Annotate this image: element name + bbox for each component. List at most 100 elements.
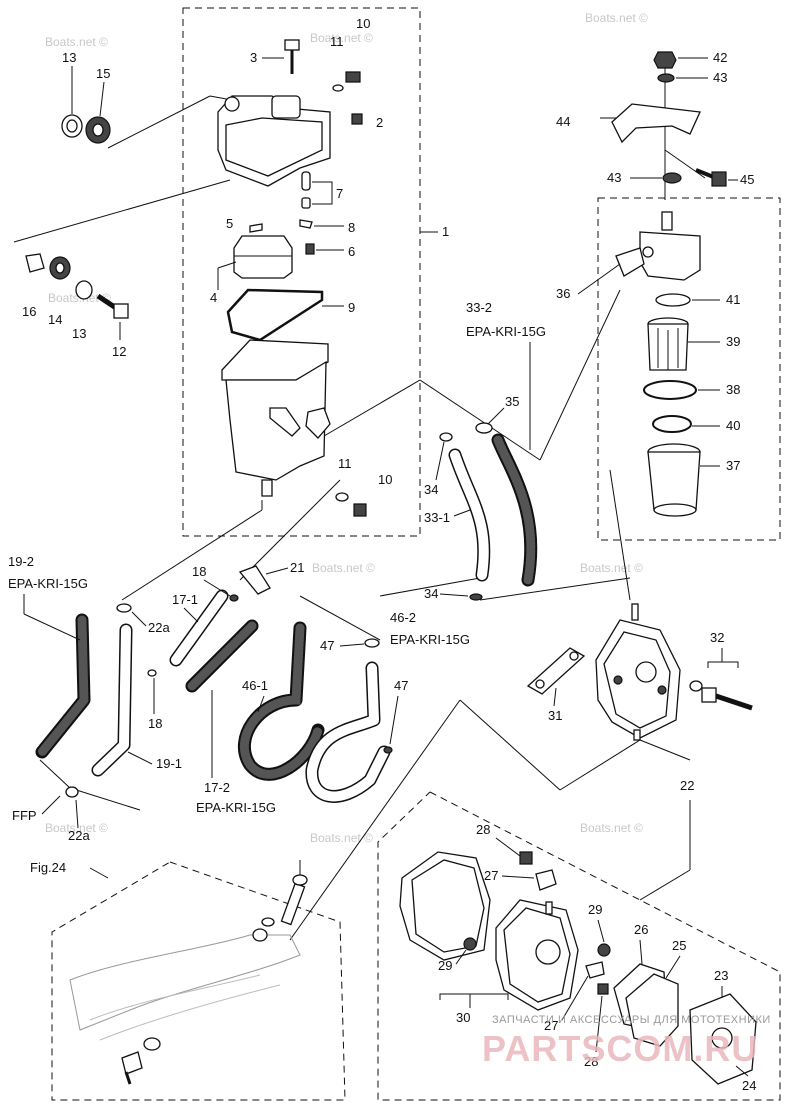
part-label: 13 <box>72 326 86 341</box>
part-label: 28 <box>584 1054 598 1069</box>
part-label: 18 <box>148 716 162 731</box>
watermark: Boats.net © <box>45 821 108 835</box>
part-label: 47 <box>394 678 408 693</box>
vapor-separator-body <box>221 339 331 497</box>
part-label: 43 <box>607 170 621 185</box>
ring-40 <box>652 415 692 433</box>
fuel-filter-group-box <box>597 197 781 541</box>
part-label: Fig.24 <box>30 860 66 875</box>
part-label: 18 <box>192 564 206 579</box>
footer-caption: ЗАПЧАСТИ И АКСЕССУАРЫ ДЛЯ МОТОТЕХНИКИ <box>492 1014 771 1026</box>
part-label: 23 <box>714 968 728 983</box>
part-label: 21 <box>290 560 304 575</box>
screw-28-top <box>519 851 533 865</box>
part-label: 22a <box>68 828 90 843</box>
clip-5 <box>249 223 263 233</box>
clip-34-top <box>439 432 453 442</box>
screw-2 <box>351 113 363 125</box>
part-label: 7 <box>336 186 343 201</box>
clip-21 <box>238 565 271 595</box>
clip-22a-bottom <box>65 786 79 798</box>
hose-17-2 <box>185 619 259 693</box>
washer-11-top <box>332 84 344 92</box>
part-label: 46-2 <box>390 610 416 625</box>
part-label: 33-1 <box>424 510 450 525</box>
part-label: 11 <box>330 34 344 49</box>
hose-19-2 <box>35 613 91 759</box>
footer-brand-logo: PARTSCOM.RU <box>482 1028 759 1069</box>
filter-head-36 <box>615 211 701 281</box>
o-ring-38 <box>643 380 697 400</box>
part-label: 42 <box>713 50 727 65</box>
part-label: 40 <box>726 418 740 433</box>
part-label: 47 <box>320 638 334 653</box>
part-labels: 10 11 3 2 7 1 5 8 6 4 9 11 10 13 15 16 1… <box>8 16 756 1093</box>
part-label: 30 <box>456 1010 470 1025</box>
clip-27-bottom <box>585 961 605 979</box>
washer-11-bottom <box>335 492 349 502</box>
nut-29-left <box>463 937 477 951</box>
bolt-45 <box>695 168 727 187</box>
filter-cup-37 <box>647 443 701 517</box>
part-label: 35 <box>505 394 519 409</box>
part-label: 32 <box>710 630 724 645</box>
part-label: 10 <box>378 472 392 487</box>
part-label: 31 <box>548 708 562 723</box>
hose-17-1 <box>169 589 229 667</box>
gasket <box>226 288 324 342</box>
vapor-separator-cover <box>217 95 331 187</box>
part-label: 22a <box>148 620 170 635</box>
part-label: 45 <box>740 172 754 187</box>
hose-46-2 <box>305 661 391 803</box>
part-label: 36 <box>556 286 570 301</box>
watermark: Boats.net © <box>312 561 375 575</box>
part-label: 17-2 <box>204 780 230 795</box>
bolt-12 <box>96 293 129 319</box>
hose-33-1 <box>448 448 491 582</box>
part-label: 6 <box>348 244 355 259</box>
pump-body <box>495 899 579 1011</box>
fig24-engine-sketch <box>69 874 308 1085</box>
collar-16 <box>25 253 45 273</box>
part-label: EPA-KRI-15G <box>390 632 470 647</box>
part-label: 3 <box>250 50 257 65</box>
plate-25 <box>625 973 679 1047</box>
part-label: 41 <box>726 292 740 307</box>
nut-29-right <box>597 943 611 957</box>
fuel-pump-22 <box>595 603 681 741</box>
screw-28-bottom <box>597 983 609 995</box>
fig24-box <box>51 861 346 1101</box>
washer-43-bottom <box>662 172 682 184</box>
washer-13-bottom <box>75 280 93 300</box>
part-label: 33-2 <box>466 300 492 315</box>
leader-lines <box>13 57 706 941</box>
vapor-separator-group-box <box>182 7 421 537</box>
pump-cover-30 <box>399 851 491 961</box>
part-label: 34 <box>424 586 438 601</box>
o-ring-41 <box>655 293 691 307</box>
part-label: 10 <box>356 16 370 31</box>
screw-10-bottom <box>353 503 367 517</box>
fuel-pump-detail-box <box>377 791 781 1101</box>
part-label: 1 <box>442 224 449 239</box>
part-label: 39 <box>726 334 740 349</box>
grommet-15 <box>85 116 111 144</box>
part-label: 24 <box>742 1078 756 1093</box>
grommet-14 <box>49 256 71 280</box>
part-label: 34 <box>424 482 438 497</box>
clip-18-top <box>229 594 239 602</box>
watermark: Boats.net © <box>45 35 108 49</box>
watermark: Boats.net © <box>580 561 643 575</box>
part-label: FFP <box>12 808 37 823</box>
part-label: EPA-KRI-15G <box>8 576 88 591</box>
screw-10-top <box>345 71 361 83</box>
part-label: 17-1 <box>172 592 198 607</box>
clip-34-bottom <box>469 593 483 601</box>
screw-3 <box>284 39 300 74</box>
part-label: 44 <box>556 114 570 129</box>
clip-47-bottom <box>383 746 393 754</box>
filter-element-39 <box>647 317 689 371</box>
bracket-44 <box>611 103 701 144</box>
part-label: 13 <box>62 50 76 65</box>
